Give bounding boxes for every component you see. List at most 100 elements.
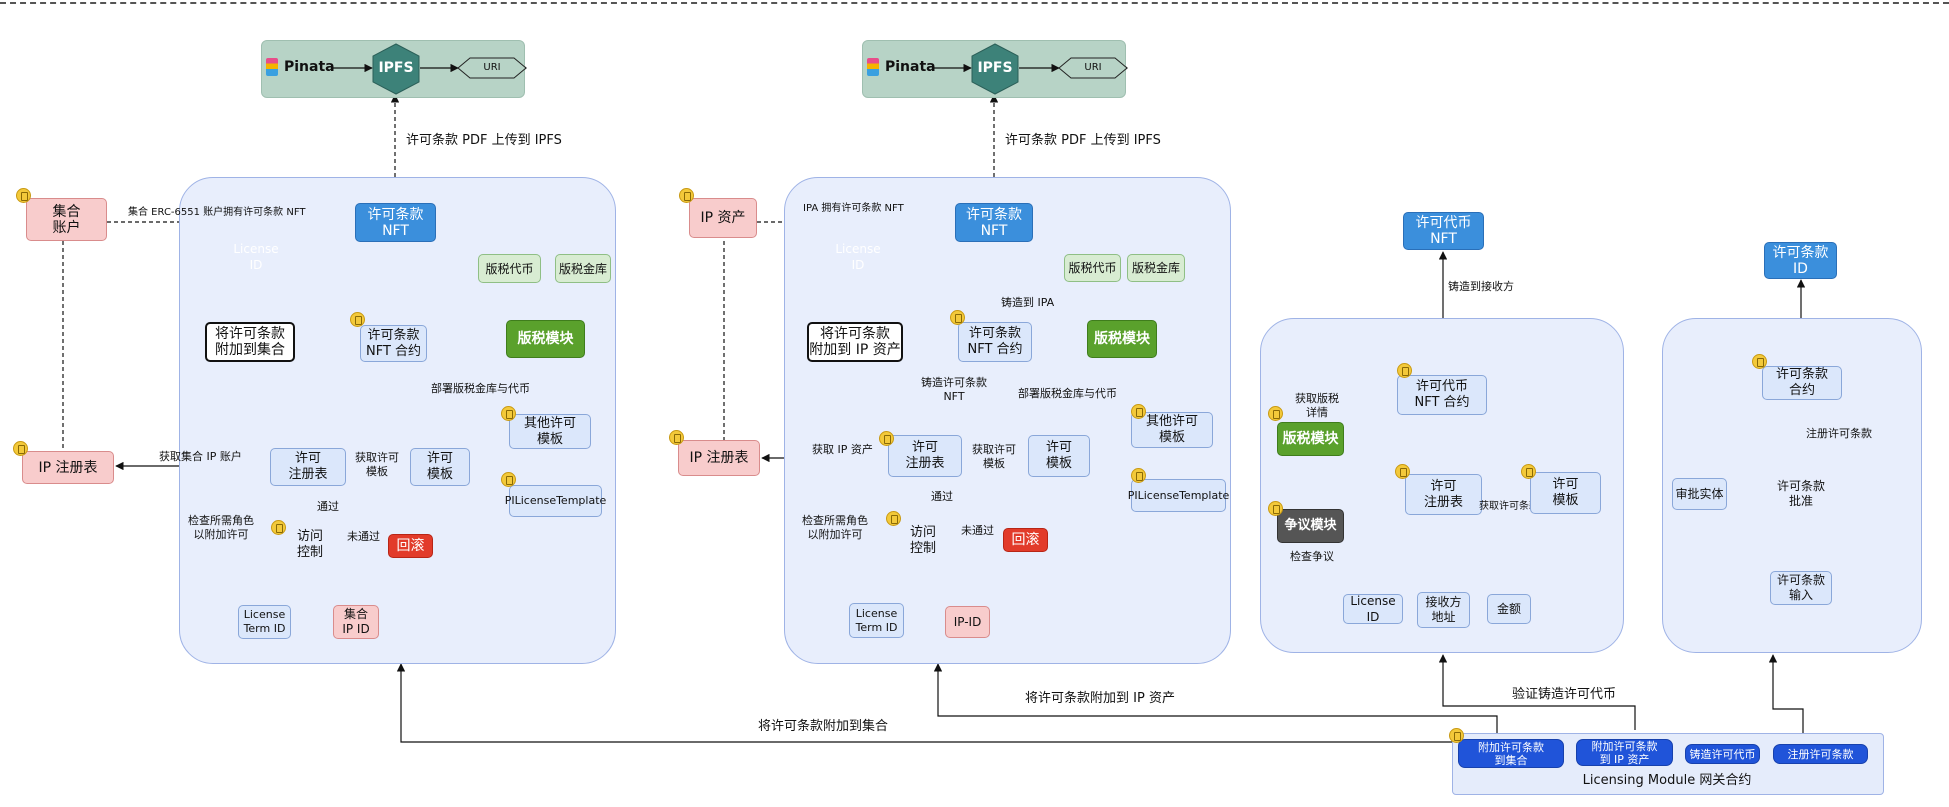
license-template-box-1: 许可 模板 [410, 448, 470, 486]
gateway-title: Licensing Module 网关合约 [1582, 773, 1752, 788]
royalty-module-box-1: 版税模块 [506, 320, 585, 358]
other-template-box-2: 其他许可 模板 [1131, 412, 1213, 448]
badge-icon [669, 430, 684, 445]
fail-label-1: 未通过 [347, 530, 380, 543]
pil-template-box-2: PILicenseTemplate [1128, 479, 1229, 512]
ip-registry-box-1: IP 注册表 [22, 451, 114, 484]
approver-box: 审批实体 [1672, 478, 1727, 510]
get-terms-label: 获取许可条款 [1479, 501, 1539, 512]
badge-icon [879, 431, 894, 446]
badge-icon [1521, 464, 1536, 479]
ip-id-box-2: IP-ID [945, 606, 990, 638]
royalty-token-box-1: 版税代币 [478, 254, 541, 283]
nft-contract-box-2: 许可条款 NFT 合约 [958, 322, 1032, 362]
badge-icon [1131, 468, 1146, 483]
deploy-label-1: 部署版税金库与代币 [431, 382, 530, 395]
license-registry-box-3: 许可 注册表 [1405, 474, 1482, 515]
badge-icon [1268, 406, 1283, 421]
check-role-label-1: 检查所需角色 以附加许可 [188, 514, 254, 541]
pinata-label: Pinata [284, 59, 335, 75]
collection-ip-id-box: 集合 IP ID [333, 605, 379, 639]
license-nft-box-2: 许可条款 NFT [955, 203, 1033, 242]
badge-icon [1449, 728, 1464, 743]
royalty-vault-box-1: 版税金库 [555, 254, 611, 283]
badge-icon [950, 310, 965, 325]
deploy-label-2: 部署版税金库与代币 [1018, 387, 1117, 400]
badge-icon [679, 188, 694, 203]
access-control-1: 访问 控制 [296, 529, 323, 560]
other-template-box-1: 其他许可 模板 [509, 414, 591, 449]
pil-template-box-1: PILicenseTemplate [505, 485, 606, 517]
royalty-vault-box-2: 版税金库 [1127, 254, 1185, 282]
badge-icon [1752, 354, 1767, 369]
license-terms-id-box: 许可条款 ID [1764, 242, 1837, 279]
token-contract-box: 许可代币 NFT 合约 [1397, 375, 1487, 415]
get-template-label-1: 获取许可 模板 [355, 451, 399, 478]
nft-contract-box-1: 许可条款 NFT 合约 [360, 325, 427, 362]
license-registry-box-2: 许可 注册表 [888, 435, 962, 477]
mint-license-token-button[interactable]: 铸造许可代币 [1685, 744, 1760, 764]
dispute-module-box: 争议模块 [1277, 509, 1344, 543]
amount-box: 金额 [1487, 594, 1531, 624]
pinata-icon [867, 58, 879, 76]
get-ip-label: 获取 IP 资产 [812, 443, 873, 456]
license-template-box-3: 许可 模板 [1530, 472, 1601, 514]
get-royalty-label: 获取版税 详情 [1295, 392, 1339, 419]
verify-mint-label: 验证铸造许可代币 [1512, 687, 1617, 702]
group-account-box: 集合 账户 [26, 198, 107, 241]
attach-to-ip-box: 将许可条款 附加到 IP 资产 [807, 322, 903, 362]
rollback-box-1: 回滚 [388, 534, 433, 558]
license-template-box-2: 许可 模板 [1028, 435, 1090, 477]
attach-to-collection-box: 将许可条款 附加到集合 [205, 322, 295, 362]
upload-label-1: 许可条款 PDF 上传到 IPFS [406, 133, 562, 148]
attach-to-collection-button[interactable]: 附加许可条款 到集合 [1458, 739, 1564, 768]
pinata-logo-2: Pinata [867, 58, 936, 76]
access-control-2: 访问 控制 [909, 525, 936, 556]
pass-label-2: 通过 [931, 490, 953, 503]
mint-nft-label: 铸造许可条款 NFT [921, 376, 987, 403]
pinata-label: Pinata [885, 59, 936, 75]
license-input-box: 许可条款 输入 [1770, 571, 1832, 605]
attach-ip-label: 将许可条款附加到 IP 资产 [1025, 691, 1175, 706]
license-registry-box-1: 许可 注册表 [270, 448, 346, 486]
badge-icon [13, 441, 28, 456]
ip-asset-box: IP 资产 [689, 198, 757, 238]
pinata-icon [266, 58, 278, 76]
uri-label-2: URI [1084, 62, 1102, 73]
get-account-label: 获取集合 IP 账户 [159, 450, 242, 463]
pinata-logo-1: Pinata [266, 58, 335, 76]
badge-icon [886, 511, 901, 526]
ipfs-label-1: IPFS [378, 60, 414, 76]
attach-collection-label: 将许可条款附加到集合 [758, 719, 889, 734]
badge-icon [501, 406, 516, 421]
badge-icon [271, 520, 286, 535]
badge-icon [350, 312, 365, 327]
license-approval: 许可条款 批准 [1776, 479, 1825, 508]
ownership-label-1: 集合 ERC-6551 账户拥有许可条款 NFT [128, 207, 306, 218]
license-token-nft-box: 许可代币 NFT [1403, 212, 1484, 250]
badge-icon [1395, 464, 1410, 479]
register-terms-label: 注册许可条款 [1806, 427, 1872, 440]
mint-to-receiver-label: 铸造到接收方 [1448, 280, 1514, 293]
badge-icon [1131, 404, 1146, 419]
royalty-module-box-2: 版税模块 [1087, 320, 1157, 358]
ip-registry-box-2: IP 注册表 [678, 440, 760, 476]
ipfs-label-2: IPFS [977, 60, 1013, 76]
get-template-label-2: 获取许可 模板 [972, 443, 1016, 470]
register-license-terms-button[interactable]: 注册许可条款 [1773, 744, 1868, 764]
check-role-label-2: 检查所需角色 以附加许可 [802, 514, 868, 541]
pass-label-1: 通过 [317, 500, 339, 513]
royalty-token-box-2: 版税代币 [1064, 254, 1121, 282]
top-dashed-border [0, 2, 1949, 4]
mint-to-ipa-label: 铸造到 IPA [1001, 296, 1055, 309]
license-id-label-2: License ID [835, 242, 881, 272]
ownership-label-2: IPA 拥有许可条款 NFT [803, 203, 904, 214]
check-dispute-label: 检查争议 [1290, 550, 1334, 563]
term-id-box-1: License Term ID [238, 605, 291, 639]
badge-icon [1268, 501, 1283, 516]
upload-label-2: 许可条款 PDF 上传到 IPFS [1005, 133, 1161, 148]
badge-icon [501, 472, 516, 487]
license-nft-box-1: 许可条款 NFT [355, 203, 436, 242]
uri-label-1: URI [483, 62, 501, 73]
attach-to-ip-asset-button[interactable]: 附加许可条款 到 IP 资产 [1576, 739, 1673, 766]
